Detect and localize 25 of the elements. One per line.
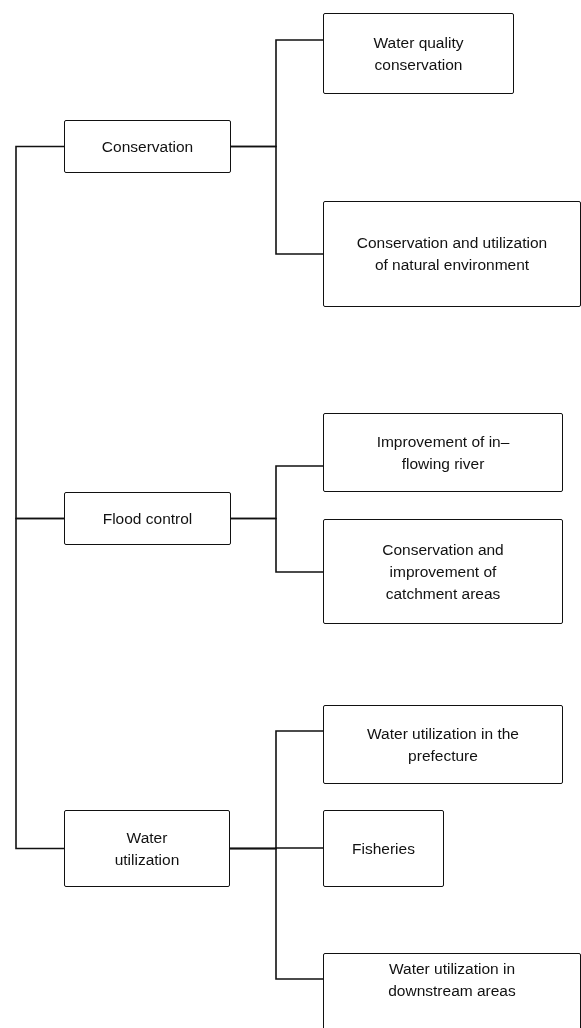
box-label: Water utilization in downstream areas — [387, 959, 517, 1001]
connector-line — [230, 145, 324, 255]
process-box — [323, 953, 581, 1028]
box-label: Fisheries — [352, 838, 415, 859]
process-box — [64, 492, 231, 545]
process-box — [323, 201, 581, 307]
box-label: Water utilization in the prefecture — [366, 723, 520, 766]
box-label: Conservation — [101, 136, 194, 157]
connector-line — [15, 145, 65, 520]
box-label: Conservation and utilization of natural environment — [355, 233, 549, 275]
connector-line — [15, 517, 65, 850]
process-box — [323, 519, 563, 624]
connector-line — [229, 847, 324, 980]
box-label: Flood control — [102, 508, 193, 529]
process-box — [64, 810, 230, 887]
box-label: Water utilization — [113, 827, 181, 870]
process-box — [323, 13, 514, 94]
process-box — [64, 120, 231, 173]
connector-line — [230, 517, 324, 573]
box-label: Conservation and improvement of catchment areas — [381, 539, 505, 604]
process-box — [323, 810, 444, 887]
process-box — [323, 413, 563, 492]
process-box — [323, 705, 563, 784]
box-label: Water quality conservation — [372, 32, 465, 75]
box-label: Improvement of in–flowing river — [375, 431, 511, 474]
